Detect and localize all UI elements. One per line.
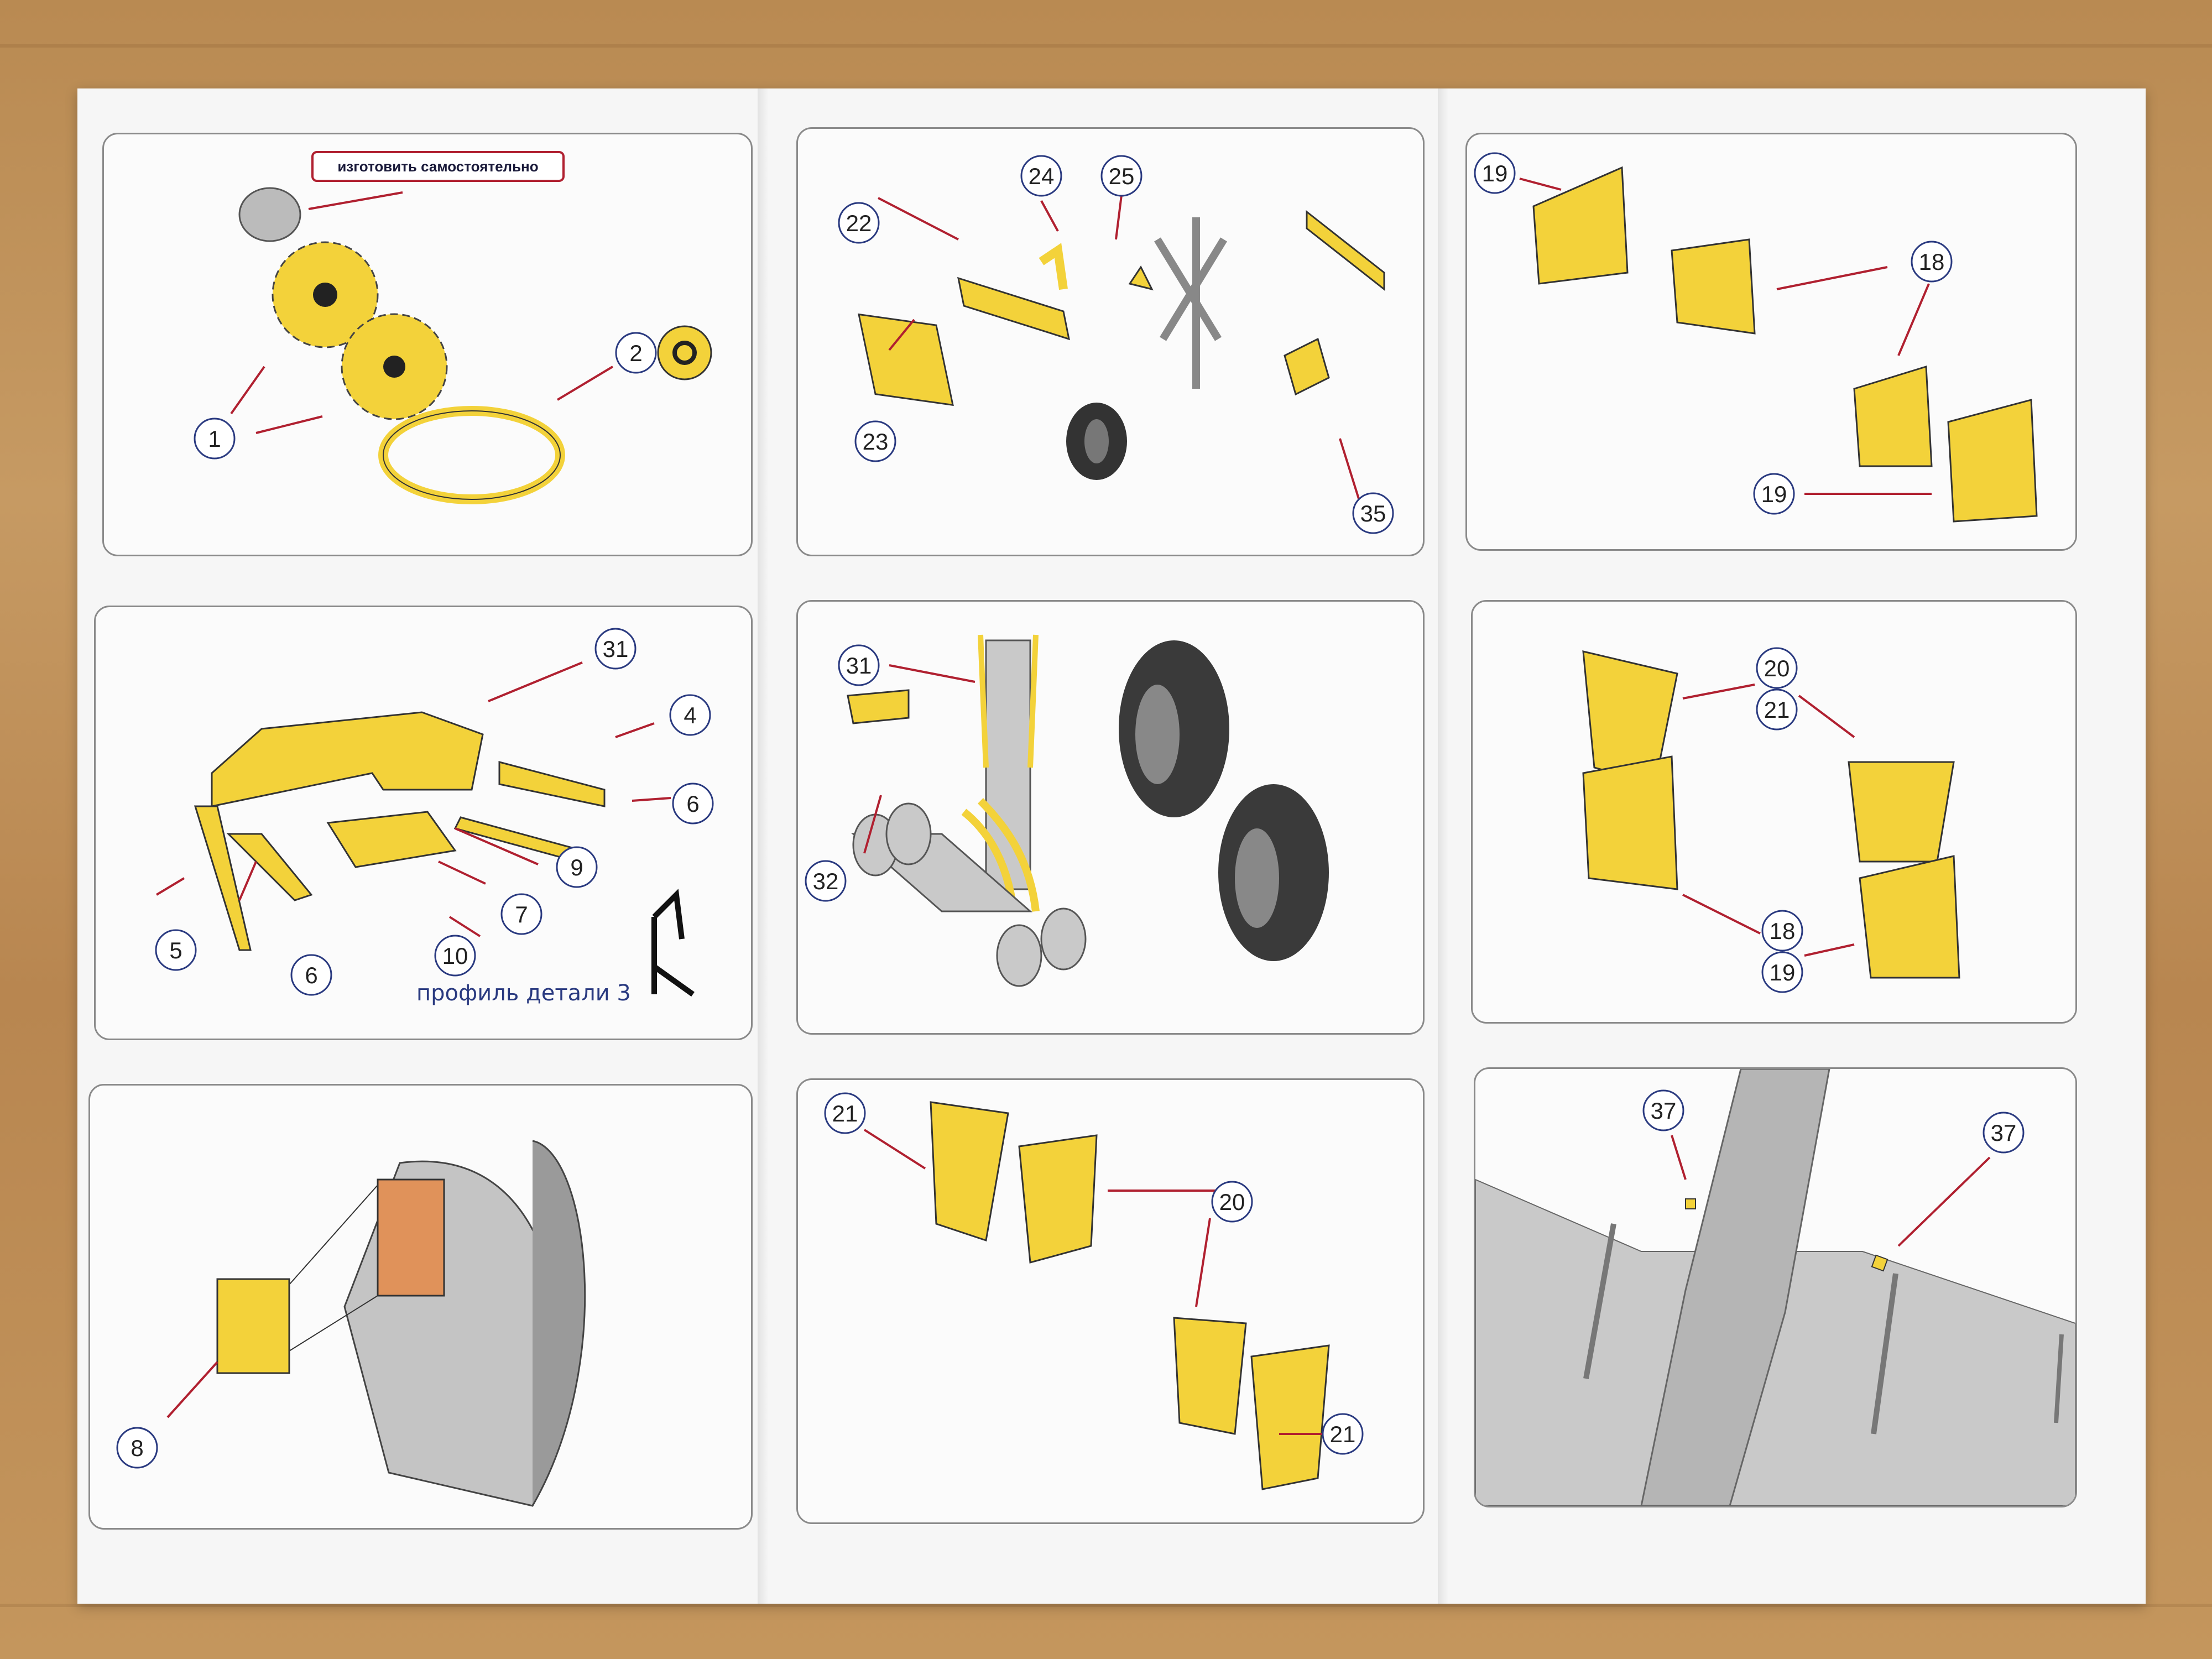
callout-20: 20 <box>1764 655 1790 681</box>
step-panel-engine-fan: 1 2 изготовить самостоятельно <box>102 133 753 556</box>
callout-2: 2 <box>629 340 642 366</box>
callout-group: 8 <box>116 1427 158 1469</box>
aircraft-underside-illustration: 37 37 <box>1475 1069 2075 1506</box>
callout-21: 21 <box>832 1100 858 1126</box>
wood-grain <box>0 1604 2212 1607</box>
callout-19: 19 <box>1482 160 1508 186</box>
step-panel-gear-doors-a: 21 20 21 <box>796 1078 1425 1524</box>
callout-8: 8 <box>131 1435 143 1461</box>
callout-9: 9 <box>570 854 583 880</box>
callout-7: 7 <box>515 901 528 927</box>
step-panel-nose-gear: 24 25 22 23 35 <box>796 127 1425 556</box>
callout-21: 21 <box>1764 697 1790 723</box>
doors-assembly-illustration: 20 21 18 19 <box>1582 647 1960 993</box>
callout-22: 22 <box>846 210 872 236</box>
bulkhead-illustration: 8 <box>116 1140 586 1507</box>
callout-18: 18 <box>1770 918 1796 944</box>
fan-disc-1 <box>272 241 379 348</box>
callout-group: 20 21 18 19 <box>1756 647 1803 993</box>
callout-18: 18 <box>1919 249 1945 275</box>
step-panel-bulkhead: 8 <box>88 1084 753 1530</box>
callout-1: 1 <box>208 426 221 452</box>
callout-37: 37 <box>1651 1098 1677 1124</box>
callout-37b: 37 <box>1991 1120 2017 1146</box>
wood-grain <box>0 44 2212 48</box>
step-panel-cockpit: 31 4 6 9 7 5 6 10 профиль детали 3 <box>94 606 753 1040</box>
callout-19b: 19 <box>1761 481 1787 507</box>
callout-6b: 6 <box>305 962 317 988</box>
step-panel-main-gear: 31 32 <box>796 600 1425 1035</box>
cockpit-illustration: 31 4 6 9 7 5 6 10 <box>155 628 714 997</box>
callout-group: 21 20 21 <box>824 1092 1364 1455</box>
callout-31: 31 <box>846 653 872 679</box>
step-panel-gear-doors-c: 20 21 18 19 <box>1471 600 2077 1024</box>
callout-group: 37 37 <box>1642 1089 2025 1154</box>
callout-4: 4 <box>684 702 696 728</box>
gear-doors-illustration: 21 20 21 <box>824 1092 1364 1490</box>
page-fold-right <box>1438 88 1449 1604</box>
callout-group: 31 32 <box>805 644 880 902</box>
callout-5: 5 <box>169 937 182 963</box>
callout-21b: 21 <box>1330 1421 1356 1447</box>
callout-group: 31 4 6 9 7 5 6 10 <box>155 628 714 996</box>
callout-23: 23 <box>863 429 889 455</box>
callout-10: 10 <box>442 943 468 969</box>
callout-24: 24 <box>1029 163 1055 189</box>
callout-25: 25 <box>1109 163 1135 189</box>
make-yourself-note: изготовить самостоятельно <box>311 151 565 182</box>
main-gear-illustration: 31 32 <box>805 634 1329 987</box>
callout-6: 6 <box>686 791 699 817</box>
nose-gear-illustration: 24 25 22 23 35 <box>838 155 1394 534</box>
page-fold-left <box>758 88 769 1604</box>
fan-disc-2 <box>341 313 448 420</box>
step-panel-gear-doors-b: 19 18 19 <box>1465 133 2077 551</box>
callout-19: 19 <box>1770 959 1796 985</box>
doors-18-19-illustration: 19 18 19 <box>1474 152 2038 523</box>
callout-32: 32 <box>813 868 839 894</box>
callout-3: 31 <box>603 636 629 662</box>
step-panel-aircraft-underside: 37 37 <box>1474 1067 2077 1507</box>
callout-20: 20 <box>1219 1189 1245 1215</box>
callout-group: 24 25 22 23 35 <box>838 155 1394 534</box>
profile-note: профиль детали 3 <box>416 980 631 1006</box>
engine-fan-illustration: 1 2 <box>194 187 712 504</box>
callout-group: 19 18 19 <box>1474 152 1953 515</box>
callout-35: 35 <box>1360 500 1386 526</box>
callout-group: 1 2 <box>194 332 657 460</box>
